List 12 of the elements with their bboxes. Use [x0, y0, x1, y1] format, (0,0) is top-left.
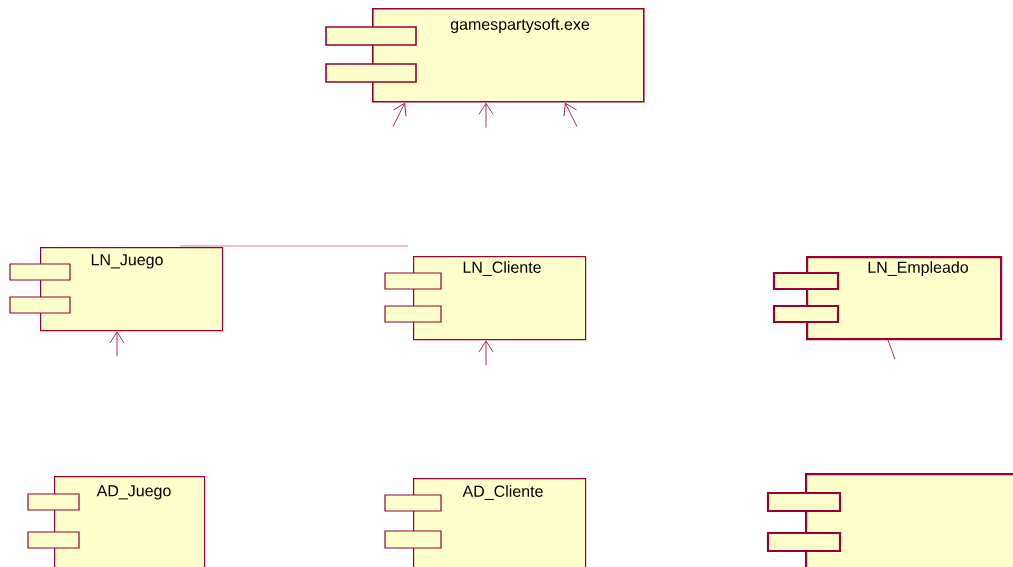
- dependency-arrow: [563, 102, 578, 127]
- dependency-arrow: [109, 331, 125, 357]
- component-box: LN_Juego: [9, 247, 224, 332]
- component-box: LN_Empleado: [772, 256, 1003, 341]
- component-box: AD_Juego: [27, 476, 206, 567]
- dependency-arrow: [478, 102, 494, 128]
- component-box: AD_Cliente: [384, 478, 587, 567]
- dependency-arrow: [478, 340, 494, 366]
- component-box: [766, 473, 1013, 567]
- component-box: LN_Cliente: [384, 256, 587, 341]
- dependency-arrow: [392, 102, 407, 127]
- component-box: gamespartysoft.exe: [325, 8, 645, 103]
